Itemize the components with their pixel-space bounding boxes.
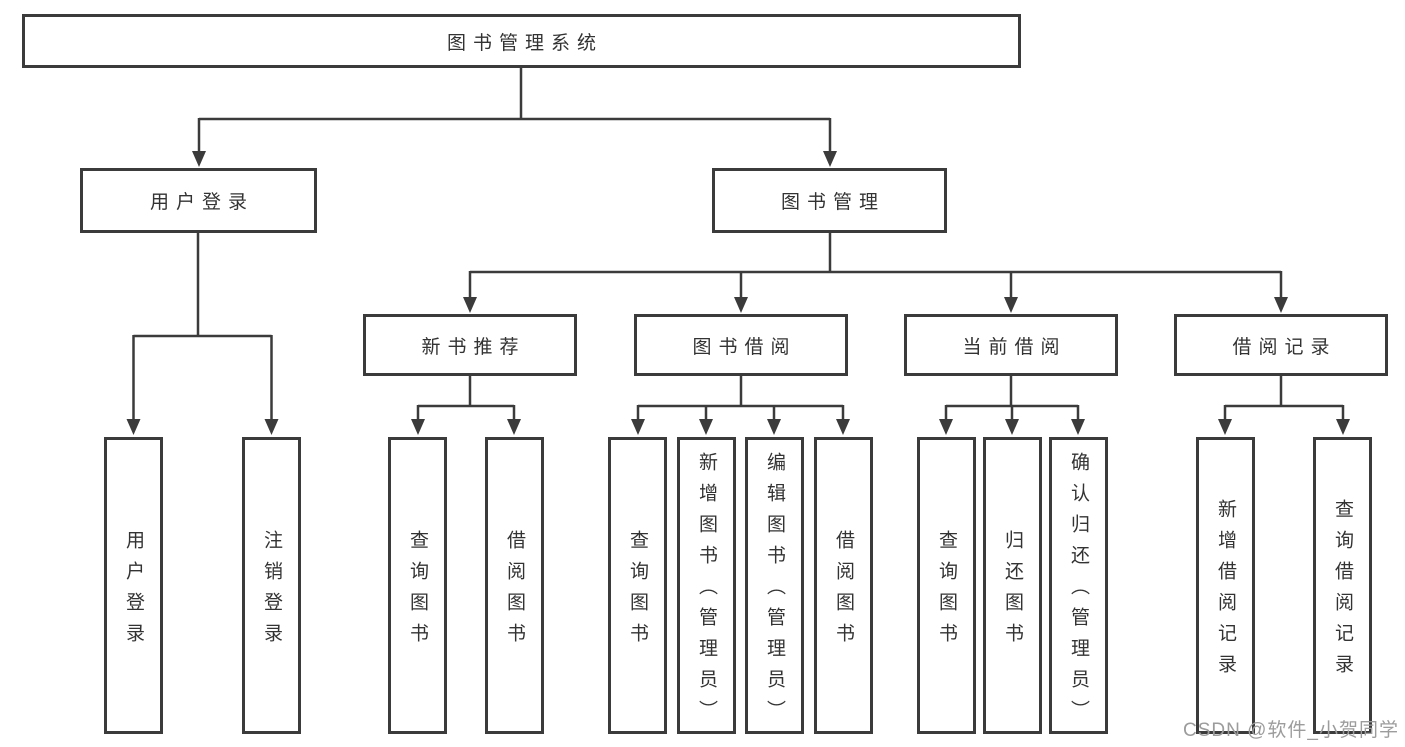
csdn-watermark: CSDN @软件_小贺同学 bbox=[1183, 720, 1399, 741]
leaf-query-books-recommend: 查询图书 bbox=[388, 437, 447, 734]
node-label: 当前借阅 bbox=[962, 336, 1067, 358]
node-label: 编辑图书（管理员） bbox=[764, 452, 785, 731]
node-label: 归还图书 bbox=[1002, 529, 1023, 654]
leaf-borrow-books-borrowing: 借阅图书 bbox=[814, 437, 873, 734]
leaf-query-books-borrowing: 查询图书 bbox=[608, 437, 667, 734]
leaf-user-login: 用户登录 bbox=[104, 437, 163, 734]
node-label: 查询借阅记录 bbox=[1332, 498, 1353, 685]
node-label: 查询图书 bbox=[936, 529, 957, 654]
node-book-management: 图书管理 bbox=[712, 168, 947, 233]
node-label: 查询图书 bbox=[407, 529, 428, 654]
node-label: 注销登录 bbox=[261, 529, 282, 654]
leaf-return-books: 归还图书 bbox=[983, 437, 1042, 734]
node-library-management-system: 图书管理系统 bbox=[22, 14, 1021, 68]
node-label: 查询图书 bbox=[627, 529, 648, 654]
node-label: 新增图书（管理员） bbox=[696, 452, 717, 731]
leaf-query-borrow-record: 查询借阅记录 bbox=[1313, 437, 1372, 734]
node-book-borrowing: 图书借阅 bbox=[634, 314, 848, 376]
node-user-login: 用户登录 bbox=[80, 168, 317, 233]
node-label: 图书借阅 bbox=[692, 336, 797, 358]
leaf-borrow-books-recommend: 借阅图书 bbox=[485, 437, 544, 734]
node-borrow-records: 借阅记录 bbox=[1174, 314, 1388, 376]
leaf-query-books-current: 查询图书 bbox=[917, 437, 976, 734]
node-label: 用户登录 bbox=[149, 192, 254, 213]
leaf-logout: 注销登录 bbox=[242, 437, 301, 734]
leaf-edit-book-admin: 编辑图书（管理员） bbox=[745, 437, 804, 734]
node-label: 借阅图书 bbox=[833, 529, 854, 654]
node-label: 确认归还（管理员） bbox=[1068, 452, 1089, 731]
leaf-add-borrow-record: 新增借阅记录 bbox=[1196, 437, 1255, 734]
leaf-add-book-admin: 新增图书（管理员） bbox=[677, 437, 736, 734]
node-label: 图书管理 bbox=[780, 192, 885, 213]
leaf-confirm-return-admin: 确认归还（管理员） bbox=[1049, 437, 1108, 734]
arrowheads bbox=[126, 151, 1350, 435]
node-label: 图书管理系统 bbox=[446, 32, 603, 54]
node-label: 借阅记录 bbox=[1232, 336, 1337, 358]
node-current-borrowing: 当前借阅 bbox=[904, 314, 1118, 376]
node-new-book-recommend: 新书推荐 bbox=[363, 314, 577, 376]
node-label: 借阅图书 bbox=[504, 529, 525, 654]
node-label: 新书推荐 bbox=[421, 336, 526, 358]
node-label: 用户登录 bbox=[123, 529, 144, 654]
node-label: 新增借阅记录 bbox=[1215, 498, 1236, 685]
